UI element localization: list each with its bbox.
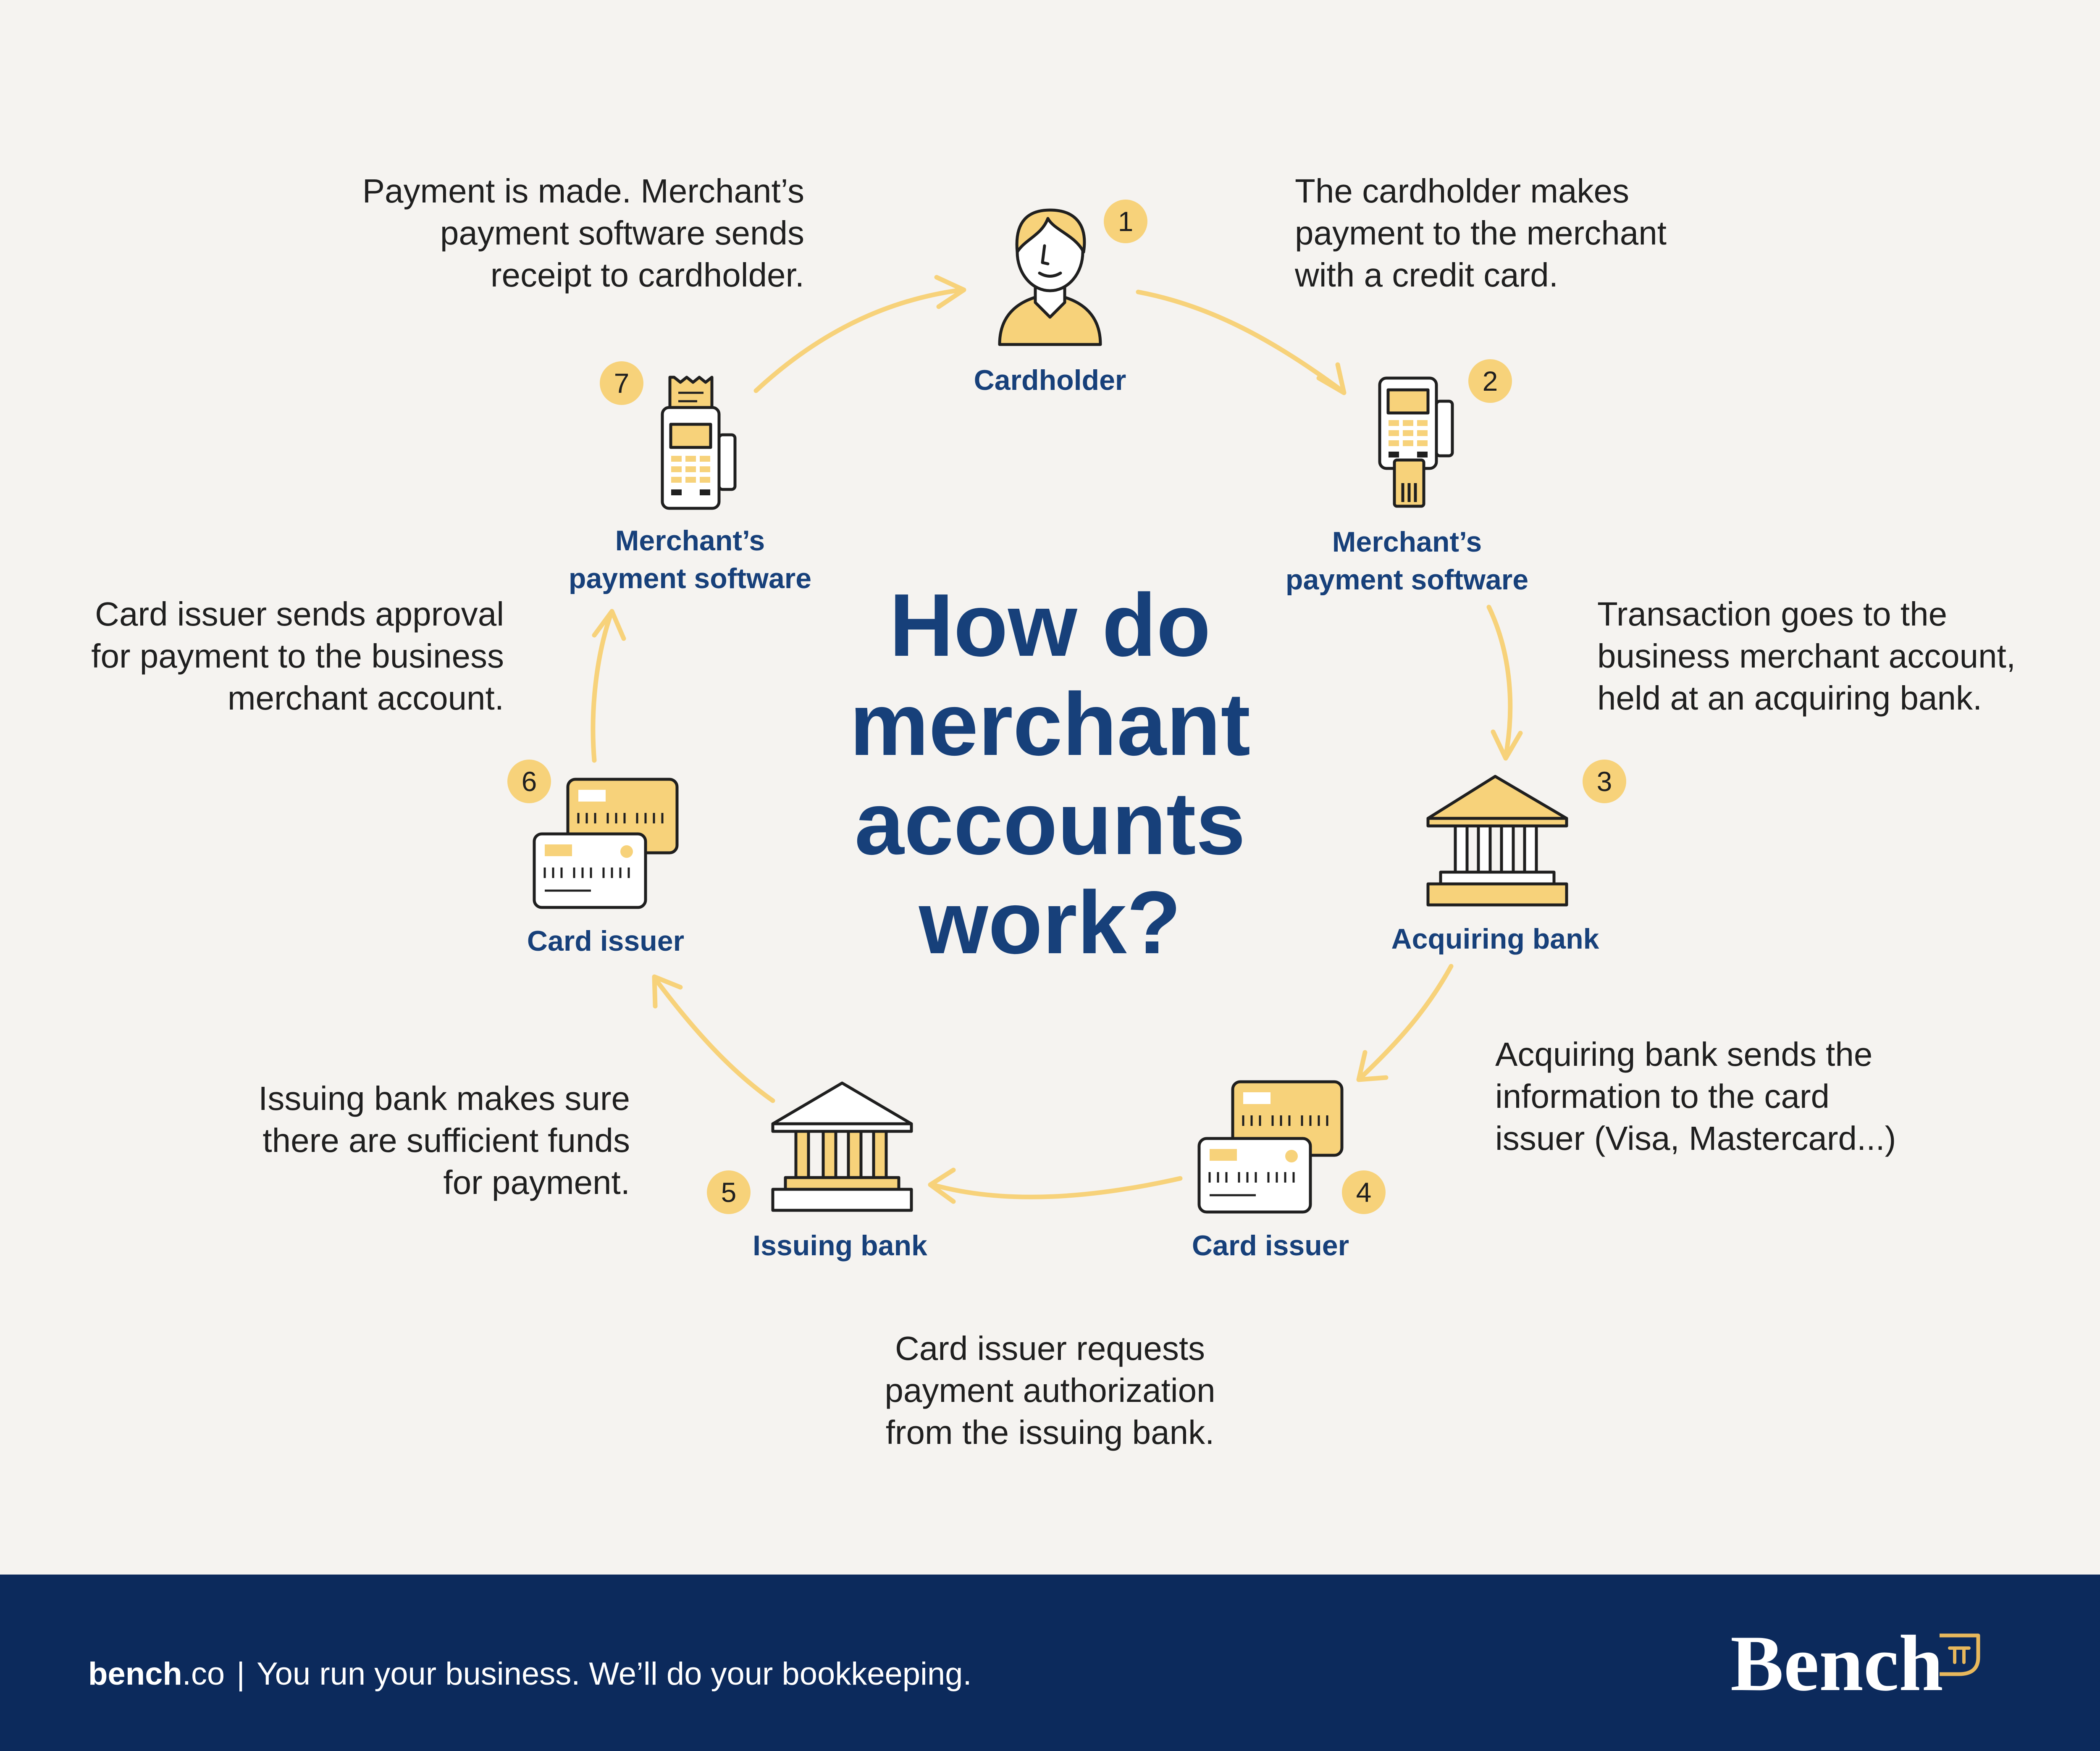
badge-2-number: 2 [1483, 365, 1498, 397]
step-4-label: Card issuer [1192, 1230, 1349, 1262]
step-5-description: Issuing bank makes sure there are suffic… [258, 1080, 630, 1201]
arrow-4-to-5 [930, 1176, 1183, 1199]
step-1-description: The cardholder makes payment to the merc… [1295, 172, 1667, 294]
step-3-label: Acquiring bank [1391, 923, 1599, 955]
footer-tagline-text: You run your business. We’ll do your boo… [256, 1656, 972, 1692]
arrow-2-to-3 [1486, 605, 1513, 759]
arrow-head-3-to-4 [1356, 1050, 1389, 1082]
footer-bar [0, 1575, 2100, 1751]
step-2-label: Merchant’s payment software [1285, 526, 1529, 596]
credit-cards-icon [1197, 1080, 1344, 1214]
bank-icon [1426, 775, 1568, 907]
title-line-4: work? [919, 873, 1181, 972]
arrow-head-4-to-5 [928, 1167, 956, 1204]
arrow-head-2-to-3 [1491, 729, 1523, 761]
page-title: How do merchant accounts work? [756, 576, 1344, 972]
connector-arrows [591, 275, 1523, 1204]
badge-5: 5 [707, 1170, 751, 1214]
badge-5-number: 5 [721, 1177, 737, 1208]
step-1-label: Cardholder [974, 364, 1126, 396]
receipt-terminal-icon [661, 376, 737, 510]
step-4-description: Card issuer requests payment authorizati… [885, 1330, 1215, 1451]
arrow-head-6-to-7 [592, 609, 626, 641]
arrow-1-to-2 [1136, 289, 1344, 393]
title-line-1: How do [889, 575, 1211, 675]
title-line-3: accounts [854, 773, 1246, 873]
credit-cards-icon [533, 778, 679, 909]
arrow-6-to-7 [591, 611, 614, 763]
footer-separator: | [236, 1656, 245, 1692]
step-7-description: Payment is made. Merchant’s payment soft… [362, 172, 804, 294]
arrow-7-to-1 [753, 287, 964, 393]
step-6-description: Card issuer sends approval for payment t… [91, 595, 504, 717]
bench-logo-mark-icon [1940, 1633, 1980, 1676]
footer-site-rest[interactable]: .co [182, 1656, 225, 1692]
step-6-label: Card issuer [527, 925, 685, 957]
bench-logo: Bench [1730, 1620, 1943, 1708]
badge-2: 2 [1468, 359, 1512, 403]
step-5-label: Issuing bank [753, 1230, 927, 1262]
person-icon [998, 208, 1102, 346]
badge-1-number: 1 [1118, 206, 1134, 237]
badge-4-number: 4 [1356, 1177, 1372, 1208]
arrow-3-to-4 [1358, 964, 1454, 1080]
title-line-2: merchant [849, 674, 1251, 774]
arrow-5-to-6 [653, 976, 775, 1103]
badge-7: 7 [600, 361, 643, 405]
step-7-label: Merchant’s payment software [568, 525, 812, 594]
step-3-description: Acquiring bank sends the information to … [1495, 1036, 1896, 1157]
badge-4: 4 [1342, 1170, 1386, 1214]
badge-6-number: 6 [522, 766, 537, 797]
badge-7-number: 7 [614, 368, 630, 399]
badge-6: 6 [507, 760, 551, 803]
arrow-head-1-to-2 [1316, 362, 1347, 395]
number-badges: 1 2 3 4 5 6 7 [507, 200, 1626, 1214]
arrow-head-7-to-1 [934, 275, 966, 309]
bank-icon [771, 1081, 913, 1212]
footer-site-bold[interactable]: bench [88, 1656, 182, 1692]
badge-3: 3 [1583, 760, 1626, 803]
card-terminal-icon [1378, 376, 1454, 508]
badge-3-number: 3 [1597, 766, 1612, 797]
footer-tagline: bench.co | You run your business. We’ll do… [88, 1655, 972, 1693]
flow-diagram: 1 2 3 4 5 6 7 [507, 200, 1626, 1214]
step-2-description: Transaction goes to the business merchan… [1597, 595, 2016, 717]
arrow-head-5-to-6 [652, 974, 683, 1009]
badge-1: 1 [1104, 200, 1147, 243]
